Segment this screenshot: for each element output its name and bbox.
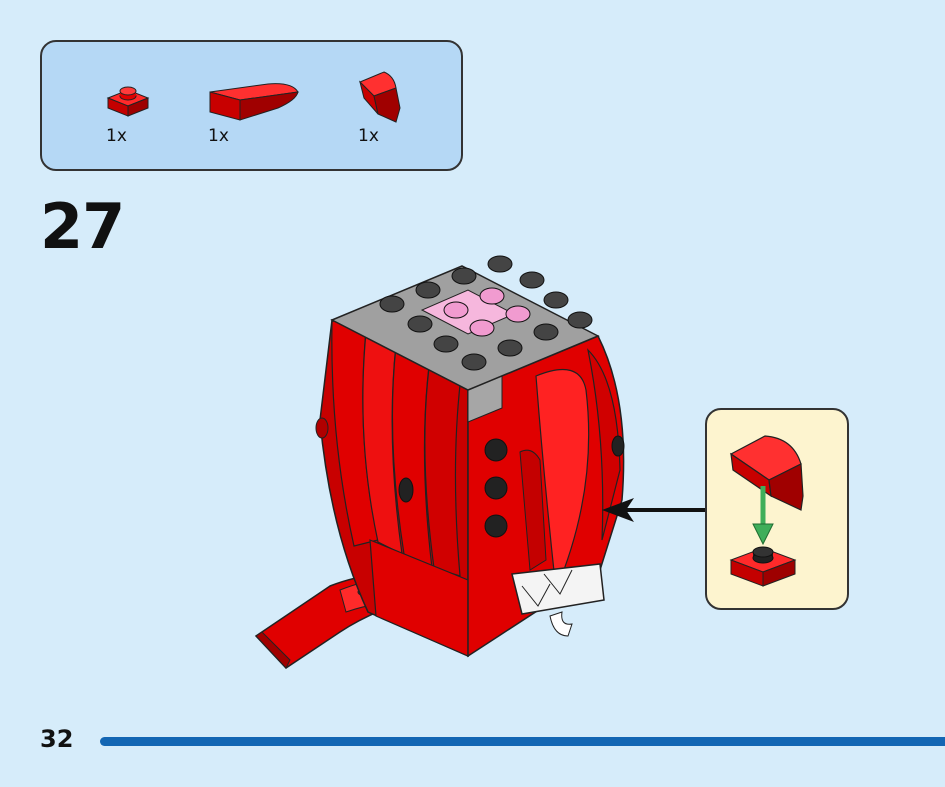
step-number: 27 (40, 190, 125, 263)
brick-model-illustration (250, 240, 650, 674)
curved-slope-part-icon (206, 78, 302, 124)
page-number: 32 (40, 725, 74, 753)
sub-assembly-callout (705, 408, 849, 610)
part-quantity: 1x (106, 126, 127, 146)
wedge-slope-part-icon (356, 68, 404, 126)
part-quantity: 1x (208, 126, 229, 146)
parts-list-panel: 1x 1x 1x (40, 40, 463, 171)
placement-arrow-icon (600, 490, 708, 534)
plate-1x1-part-icon (104, 86, 152, 120)
page-divider-bar (100, 737, 945, 746)
sub-assembly-illustration (729, 435, 804, 587)
part-quantity: 1x (358, 126, 379, 146)
